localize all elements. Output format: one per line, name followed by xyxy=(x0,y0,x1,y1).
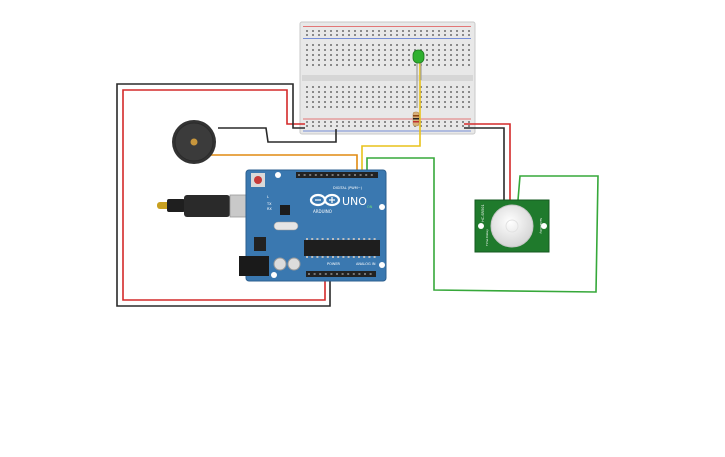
microcontroller-chip xyxy=(304,240,380,256)
reset-button[interactable] xyxy=(254,176,262,184)
arduino-logo-icon xyxy=(309,193,341,207)
on-label: ON xyxy=(367,205,373,209)
board-model: UNO xyxy=(342,195,367,208)
wire-orange-buzzer-signal[interactable] xyxy=(196,154,358,174)
pir-model-label: HC-SR501 xyxy=(481,204,485,222)
pir-right-label: Sensitivity xyxy=(539,218,543,234)
wire-green-pir-signal[interactable] xyxy=(366,157,599,293)
tx-label: TX xyxy=(266,202,272,206)
pir-dome xyxy=(490,204,534,248)
wire-red-buzzer[interactable] xyxy=(122,89,326,301)
resistor[interactable] xyxy=(412,111,420,127)
digital-label: DIGITAL (PWM~) xyxy=(333,186,363,190)
rx-label: RX xyxy=(267,207,272,211)
wire-red-pir-vcc[interactable] xyxy=(464,123,511,200)
power-analog-header[interactable] xyxy=(306,271,376,277)
power-label: POWER xyxy=(327,262,341,266)
arduino-uno-board[interactable]: UNO ARDUINO DIGITAL (PWM~) ON TX RX L PO… xyxy=(239,169,387,282)
led[interactable] xyxy=(412,49,425,108)
wire-black-pir-gnd[interactable] xyxy=(464,127,505,200)
board-logo-text: ARDUINO xyxy=(313,209,332,214)
dc-power-jack xyxy=(239,256,269,276)
pir-motion-sensor[interactable]: HC-SR501 Time Delay Sensitivity xyxy=(474,199,550,253)
pir-left-label: Time Delay xyxy=(485,229,489,247)
l-label: L xyxy=(267,195,269,199)
wire-yellow-led[interactable] xyxy=(361,62,421,174)
wire-black-buzzer[interactable] xyxy=(218,127,337,143)
digital-header[interactable] xyxy=(296,172,378,178)
wire-black-ground[interactable] xyxy=(116,83,331,307)
breadboard[interactable] xyxy=(299,21,476,135)
piezo-buzzer[interactable] xyxy=(172,120,216,164)
analog-label: ANALOG IN xyxy=(356,262,376,266)
